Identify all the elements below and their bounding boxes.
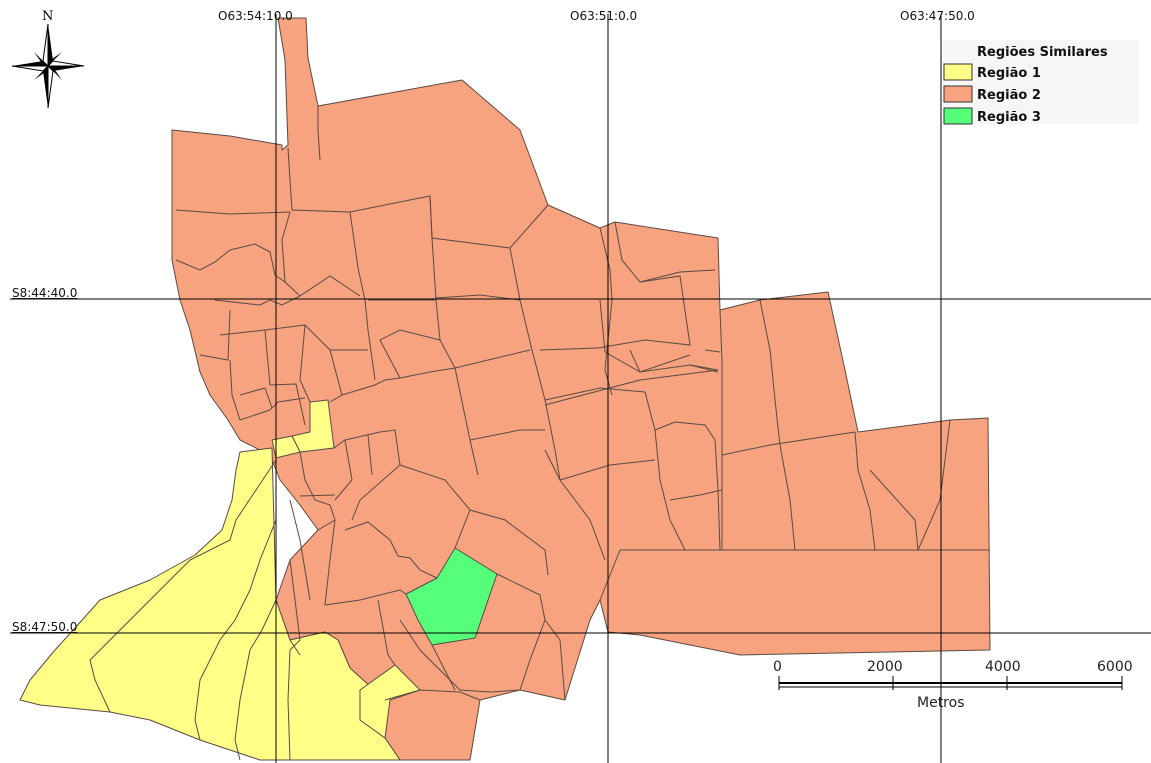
regiao-3-areas [405, 547, 498, 646]
legend: Regiões Similares Região 1 Região 2 Regi… [943, 40, 1139, 125]
legend-item: Região 2 [943, 85, 1041, 103]
legend-label: Região 1 [977, 66, 1041, 81]
legend-background [943, 40, 1139, 124]
top-coord-label-1: O63:54:10.0 [218, 9, 293, 23]
left-coord-label-1: S8:44:40.0 [12, 286, 77, 300]
legend-title: Regiões Similares [977, 45, 1108, 60]
left-coord-label-2: S8:47:50.0 [12, 620, 77, 634]
tract-main-body [171, 17, 991, 761]
top-coord-label-3: O63:47:50.0 [900, 9, 975, 23]
legend-swatch-regiao-2 [943, 85, 973, 103]
scale-tick-label-0: 0 [773, 659, 782, 675]
scale-tick-label-2000: 2000 [867, 659, 903, 675]
north-arrow: N [11, 9, 85, 109]
regiao-2-areas [171, 17, 991, 761]
legend-swatch-regiao-3 [943, 107, 973, 125]
scale-tick-label-4000: 4000 [985, 659, 1021, 675]
compass-rose-icon [11, 23, 85, 109]
legend-label: Região 3 [977, 110, 1041, 125]
regiao-1-areas [19, 399, 421, 761]
coordinate-grid [10, 14, 1151, 763]
scale-bar: 0 2000 4000 6000 Metros [773, 659, 1133, 711]
coordinate-labels: O63:54:10.0 O63:51:0.0 O63:47:50.0 S8:44… [12, 9, 975, 634]
top-coord-label-2: O63:51:0.0 [570, 9, 637, 23]
north-letter: N [42, 9, 53, 24]
legend-item: Região 3 [943, 107, 1041, 125]
tract-regiao3 [405, 547, 498, 646]
legend-item: Região 1 [943, 63, 1041, 81]
legend-swatch-regiao-1 [943, 63, 973, 81]
scale-unit-label: Metros [917, 695, 965, 711]
tract-boundaries [89, 106, 990, 761]
scale-tick-label-6000: 6000 [1097, 659, 1133, 675]
legend-label: Região 2 [977, 88, 1041, 103]
